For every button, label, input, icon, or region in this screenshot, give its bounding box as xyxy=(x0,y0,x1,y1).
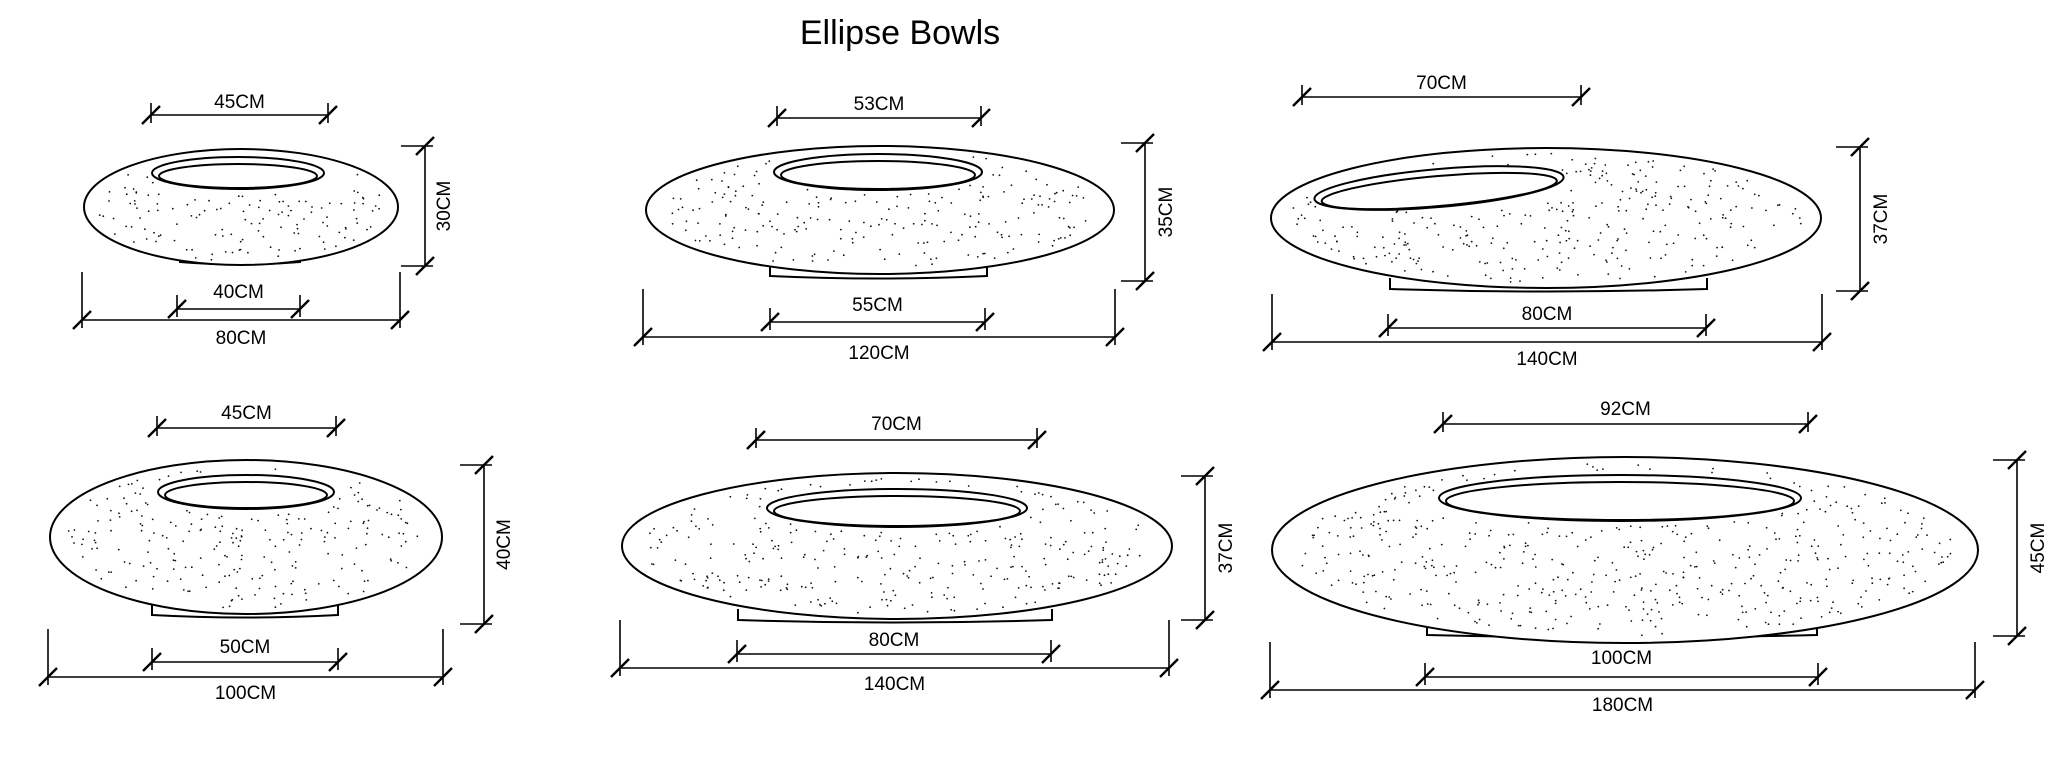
stipple-texture xyxy=(67,468,419,609)
dimension-tick xyxy=(1850,281,1870,301)
overall-diameter-label: 100CM xyxy=(215,683,276,704)
stipple-texture xyxy=(98,173,381,261)
dimension-tick xyxy=(1105,327,1125,347)
dimension-tick xyxy=(1571,87,1591,107)
dimension-tick xyxy=(1135,271,1155,291)
dimension-tick xyxy=(2007,626,2027,646)
dimension-tick xyxy=(415,136,435,156)
overall-diameter-label: 80CM xyxy=(216,328,267,349)
dimension-tick xyxy=(727,644,747,664)
bowl-body xyxy=(49,459,443,615)
top-diameter-label: 45CM xyxy=(214,92,265,113)
bowl-3: 70CM 37CM 80CM 140CM xyxy=(1262,73,1892,370)
base-diameter-label: 80CM xyxy=(1522,304,1573,325)
dimension-tick xyxy=(318,105,338,125)
overall-diameter-label: 140CM xyxy=(1516,349,1577,370)
bowl-body xyxy=(645,145,1115,275)
stipple-texture xyxy=(1292,152,1802,283)
dimension-tick xyxy=(1292,87,1312,107)
dimension-tick xyxy=(767,108,787,128)
top-diameter-label: 92CM xyxy=(1600,399,1651,420)
dimension-tick xyxy=(760,312,780,332)
dimension-tick xyxy=(72,310,92,330)
dimension-tick xyxy=(147,418,167,438)
height-label: 35CM xyxy=(1156,187,1177,238)
base-diameter-label: 50CM xyxy=(220,637,271,658)
height-label: 30CM xyxy=(434,181,455,232)
dimension-tick xyxy=(1812,332,1832,352)
dimension-tick xyxy=(1195,610,1215,630)
stipple-texture xyxy=(1301,463,1952,637)
height-label: 40CM xyxy=(494,519,515,570)
dimension-tick xyxy=(1378,318,1398,338)
bowl-opening-inner-rim xyxy=(780,160,976,190)
dimension-tick xyxy=(290,299,310,319)
bowl-6: 92CM 45CM 100CM 180CM xyxy=(1260,399,2049,716)
dimension-tick xyxy=(474,614,494,634)
dimension-tick xyxy=(142,652,162,672)
dimension-tick xyxy=(415,256,435,276)
dimension-tick xyxy=(1195,466,1215,486)
dimension-tick xyxy=(1808,667,1828,687)
base-diameter-label: 40CM xyxy=(213,282,264,303)
top-diameter-label: 45CM xyxy=(221,403,272,424)
dimension-tick xyxy=(167,299,187,319)
stipple-texture xyxy=(649,478,1141,614)
dimension-tick xyxy=(1262,332,1282,352)
dimension-tick xyxy=(1260,680,1280,700)
overall-diameter-label: 120CM xyxy=(848,343,909,364)
dimension-tick xyxy=(141,105,161,125)
dimension-tick xyxy=(474,455,494,475)
dimension-tick xyxy=(1135,133,1155,153)
bowl-opening-inner-rim xyxy=(773,495,1021,527)
dimension-tick xyxy=(1798,414,1818,434)
dimension-tick xyxy=(433,667,453,687)
top-diameter-label: 53CM xyxy=(854,94,905,115)
dimension-tick xyxy=(390,310,410,330)
dimension-tick xyxy=(2007,450,2027,470)
height-label: 37CM xyxy=(1871,194,1892,245)
dimension-tick xyxy=(1850,137,1870,157)
bowl-4: 45CM 40CM 50CM 100CM xyxy=(38,403,515,704)
dimension-tick xyxy=(1433,414,1453,434)
dimension-tick xyxy=(38,667,58,687)
dimension-tick xyxy=(326,418,346,438)
dimension-tick xyxy=(1415,667,1435,687)
bowl-body xyxy=(621,472,1173,620)
top-diameter-label: 70CM xyxy=(871,414,922,435)
dimension-tick xyxy=(1696,318,1716,338)
dimension-tick xyxy=(1965,680,1985,700)
base-diameter-label: 100CM xyxy=(1591,648,1652,669)
dimension-tick xyxy=(1159,658,1179,678)
bowl-2: 53CM 35CM 55CM 120CM xyxy=(633,94,1177,364)
dimension-tick xyxy=(610,658,630,678)
dimension-tick xyxy=(746,430,766,450)
dimension-tick xyxy=(1041,644,1061,664)
top-diameter-label: 70CM xyxy=(1416,73,1467,94)
dimension-tick xyxy=(975,312,995,332)
overall-diameter-label: 180CM xyxy=(1592,695,1653,716)
base-diameter-label: 80CM xyxy=(869,630,920,651)
bowl-opening-inner-rim xyxy=(158,163,318,189)
page-title: Ellipse Bowls xyxy=(799,14,1001,52)
bowl-1: 45CM 30CM 40CM 80CM xyxy=(72,92,455,349)
base-diameter-label: 55CM xyxy=(852,295,903,316)
height-label: 37CM xyxy=(1216,523,1237,574)
bowl-opening-inner-rim xyxy=(1445,481,1795,521)
dimension-tick xyxy=(633,327,653,347)
bowl-opening-inner-rim xyxy=(1320,171,1558,211)
overall-diameter-label: 140CM xyxy=(864,674,925,695)
bowl-5: 70CM 37CM 80CM 140CM xyxy=(610,414,1237,695)
dimension-tick xyxy=(1027,430,1047,450)
bowl-opening-inner-rim xyxy=(164,481,328,509)
dimension-tick xyxy=(971,108,991,128)
stipple-texture xyxy=(671,156,1087,267)
dimension-tick xyxy=(328,652,348,672)
height-label: 45CM xyxy=(2028,523,2049,574)
